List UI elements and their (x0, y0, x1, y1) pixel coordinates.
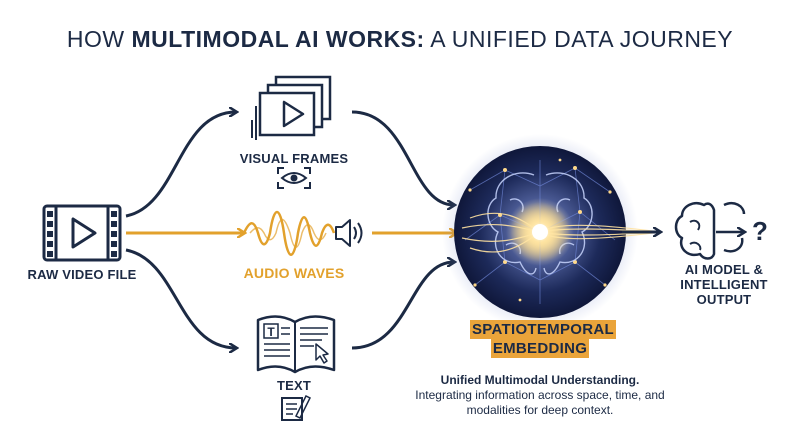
audio-waves-label: AUDIO WAVES (243, 265, 345, 281)
embedding-orb (442, 134, 661, 330)
embedding-label-line1: SPATIOTEMPORAL (470, 320, 616, 339)
page-title: HOW MULTIMODAL AI WORKS: A UNIFIED DATA … (66, 26, 734, 52)
arrow-visual-to-embedding (351, 110, 454, 205)
embedding-label-line2: EMBEDDING (490, 339, 590, 358)
text-label: TEXT (276, 378, 312, 393)
arrow-to-visual-frames (125, 112, 236, 218)
embedding-label: SPATIOTEMPORAL EMBEDDING (470, 320, 616, 358)
visual-frames-label: VISUAL FRAMES (239, 151, 349, 166)
film-strip-icon (42, 204, 122, 262)
raw-video-label: RAW VIDEO FILE (27, 267, 137, 282)
caption-title: Unified Multimodal Understanding. (440, 373, 640, 387)
video-frames-icon (251, 75, 332, 140)
question-mark: ? (752, 216, 768, 246)
eye-icon (277, 167, 311, 189)
arrow-to-text (125, 248, 236, 348)
document-pen-icon (281, 394, 312, 421)
book-icon: T (256, 315, 336, 374)
speaker-icon (335, 219, 363, 247)
arrow-text-to-embedding (351, 262, 454, 350)
brain-icon (674, 201, 744, 260)
audio-waveform-icon (242, 210, 336, 256)
svg-text:T: T (267, 325, 275, 339)
caption-body: Integrating information across space, ti… (415, 388, 665, 417)
caption: Unified Multimodal Understanding. Integr… (400, 373, 680, 418)
output-label: AI MODEL & INTELLIGENT OUTPUT (680, 262, 768, 307)
